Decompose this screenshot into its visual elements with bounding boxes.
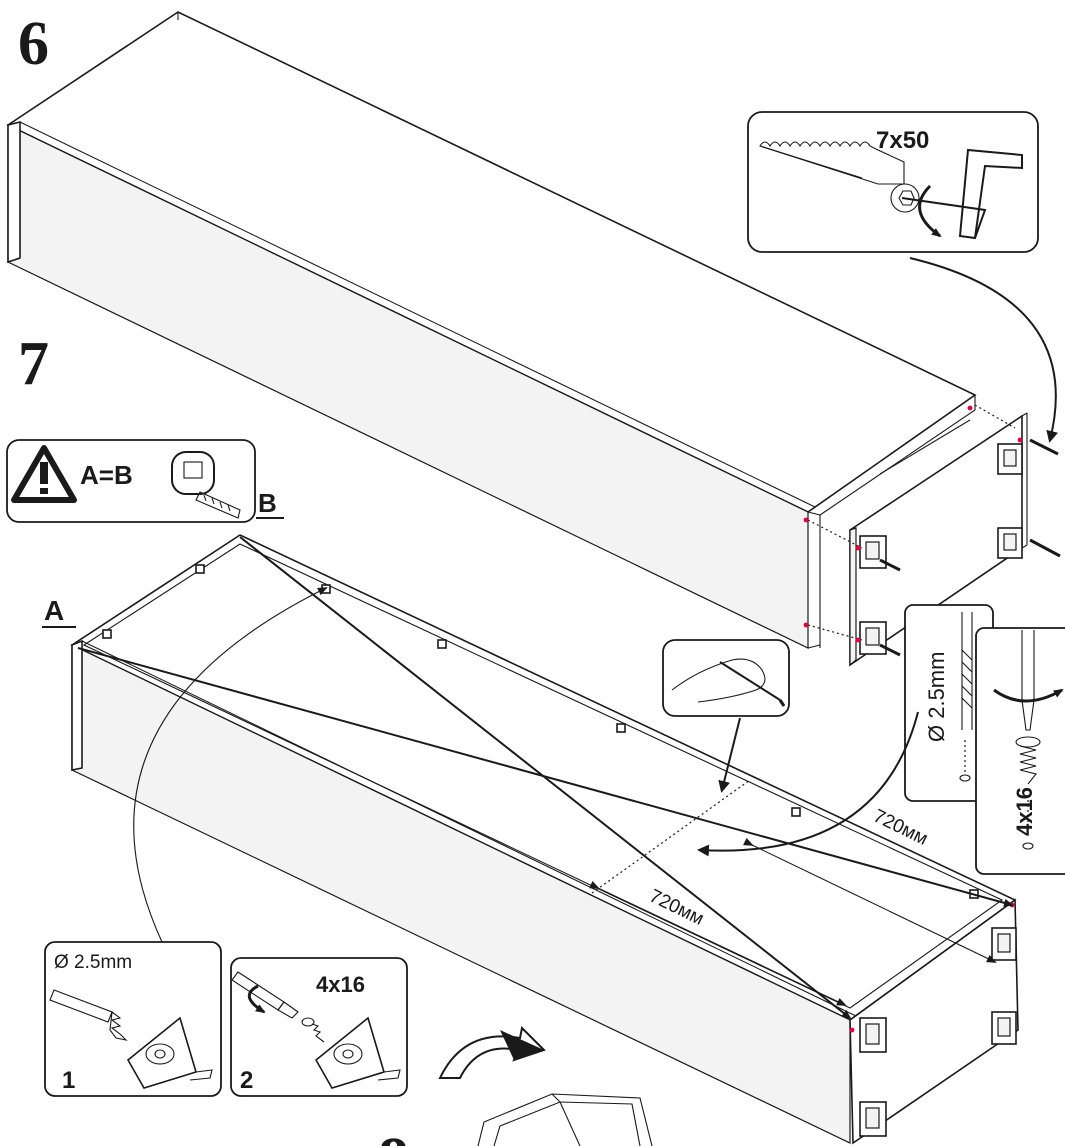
substep-2-label: 2 <box>240 1067 253 1094</box>
screwdriver-icon <box>231 971 299 1019</box>
marker-dot <box>855 545 861 551</box>
flip-arrow-icon <box>438 1025 546 1079</box>
equality-label: A=B <box>80 460 133 490</box>
drill-callout-box: Ø 2.5mm <box>904 604 994 802</box>
corner-fitting <box>859 1101 887 1137</box>
bracket-arc-arrow <box>133 587 328 943</box>
screw-size-label-bottom: 4x16 <box>316 972 365 997</box>
alignment-line <box>807 624 863 641</box>
corner-fitting <box>859 621 887 655</box>
marker-dot <box>1017 437 1023 443</box>
step-6-number: 6 <box>18 10 49 78</box>
corner-fitting <box>859 535 887 569</box>
marker-dot <box>803 517 809 523</box>
marking-line <box>591 779 751 894</box>
marking-arrow <box>718 717 741 793</box>
dimension-line-1 <box>743 837 997 963</box>
step8-cabinet <box>477 1093 653 1146</box>
corner-bracket <box>195 564 205 574</box>
screw-size-label-right: 4x16 <box>1012 787 1037 836</box>
alignment-line <box>807 519 863 549</box>
drill-diameter-label: Ø 2.5mm <box>924 652 949 742</box>
callout-arrow <box>909 257 1058 443</box>
corner-bracket <box>437 639 447 649</box>
corner-bracket <box>616 723 626 733</box>
marking-callout-box <box>662 639 790 717</box>
corner-fitting <box>991 927 1017 961</box>
corner-fitting <box>859 1017 887 1053</box>
marker-dot <box>855 637 861 643</box>
equality-callout-box: A=B <box>6 439 256 523</box>
drill-bit-icon <box>49 989 128 1041</box>
drill-bit-icon <box>959 612 973 782</box>
label-a: A <box>44 595 64 626</box>
bolt-size-label: 7x50 <box>876 127 929 154</box>
label-b: B <box>258 488 277 518</box>
hand-pencil-icon <box>671 658 786 707</box>
screwdriver-icon <box>993 630 1064 731</box>
bolt-callout-box: 7x50 <box>747 111 1039 253</box>
step-7-number: 7 <box>18 330 49 398</box>
allen-key-icon <box>901 148 1023 240</box>
screw-icon <box>301 1017 325 1043</box>
bolt <box>879 558 901 572</box>
step-8-number: 8 <box>378 1126 409 1146</box>
marker-dot <box>803 622 809 628</box>
warning-icon <box>11 445 77 503</box>
dimension-line-2 <box>589 880 847 1006</box>
substep-2-box: 4x16 2 <box>230 957 408 1097</box>
corner-bracket <box>102 629 112 639</box>
corner-bracket-icon <box>126 1016 213 1089</box>
corner-fitting <box>991 1011 1017 1045</box>
bolt-7x50-icon <box>759 141 920 213</box>
corner-bracket <box>791 807 801 817</box>
bolt <box>879 643 901 657</box>
bolt <box>1029 438 1059 456</box>
bolt <box>1029 538 1061 558</box>
substep-1-box: Ø 2.5mm 1 <box>44 941 222 1097</box>
corner-fitting <box>997 443 1023 475</box>
step6-top-panel <box>6 11 977 649</box>
marker-dot <box>967 405 973 411</box>
drill-diameter-label-bottom: Ø 2.5mm <box>54 952 132 973</box>
drill-arrow <box>697 711 919 857</box>
screw-icon <box>1015 736 1041 850</box>
corner-fitting <box>997 527 1023 559</box>
marker-dot <box>849 1027 855 1033</box>
tape-measure-icon <box>171 451 241 519</box>
corner-bracket-icon <box>314 1016 401 1089</box>
substep-1-label: 1 <box>62 1067 75 1094</box>
screw-callout-box: 4x16 <box>975 627 1065 875</box>
